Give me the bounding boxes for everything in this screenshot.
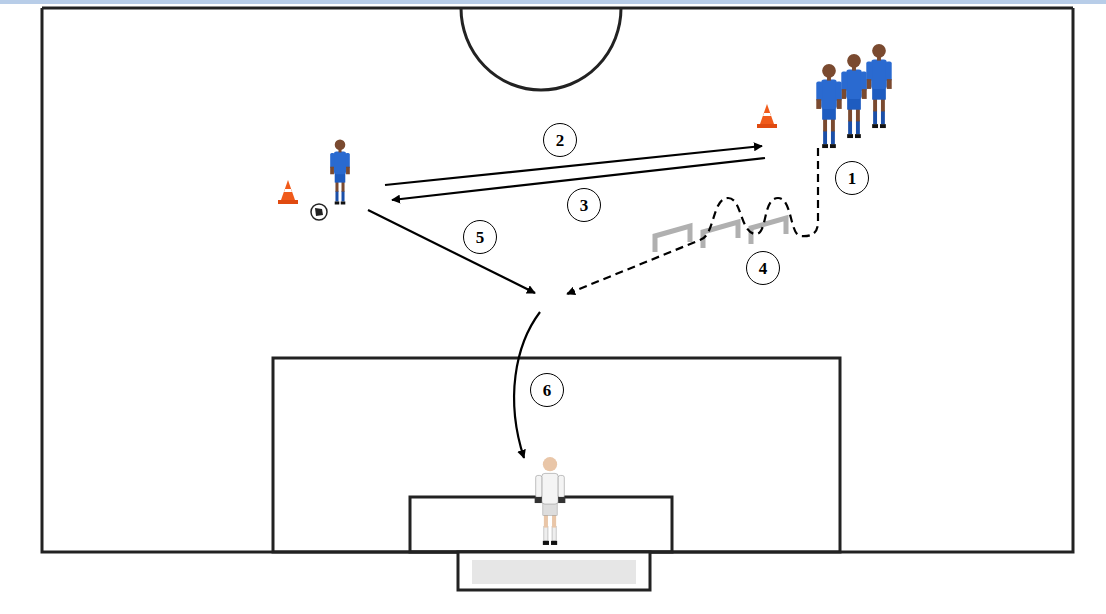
callout-number: 1 — [848, 170, 857, 187]
callout-circle: 3 — [567, 188, 601, 222]
callout-circle: 5 — [463, 220, 497, 254]
callout-number: 3 — [580, 197, 589, 214]
callout-circle: 6 — [530, 373, 564, 407]
callout-circle: 1 — [835, 161, 869, 195]
callout-number: 2 — [556, 132, 565, 149]
callout-circle: 4 — [746, 251, 780, 285]
callout-number: 4 — [759, 260, 768, 277]
callout-circle: 2 — [543, 123, 577, 157]
callout-number: 6 — [543, 382, 552, 399]
callout-number: 5 — [476, 229, 485, 246]
